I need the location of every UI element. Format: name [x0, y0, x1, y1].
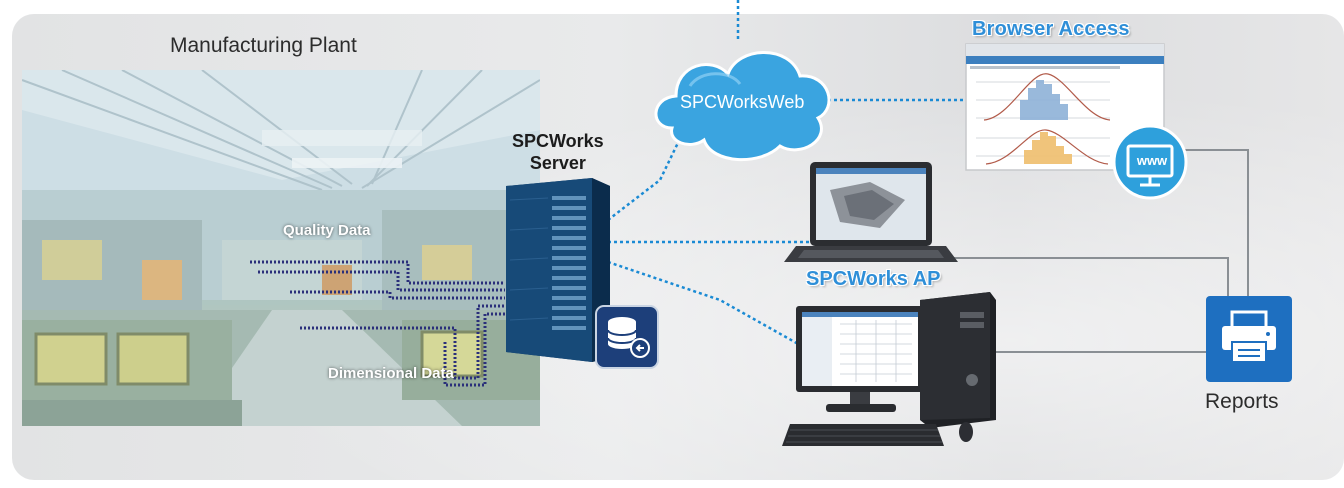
www-badge	[1112, 124, 1188, 200]
desktop-pc-icon	[782, 292, 996, 446]
factory-illustration	[22, 70, 540, 426]
server-label: SPCWorks Server	[512, 130, 604, 174]
dimensional-data-label: Dimensional Data	[328, 365, 454, 382]
laptop-icon	[784, 162, 958, 262]
printer-icon	[1206, 296, 1292, 382]
cloud-icon	[654, 51, 831, 162]
browser-access-title: Browser Access	[972, 18, 1130, 40]
line-ap-reports	[940, 257, 1229, 298]
quality-cable-2	[258, 270, 505, 292]
quality-data-label: Quality Data	[283, 222, 371, 239]
quality-cable-1	[250, 260, 505, 285]
reports-label: Reports	[1205, 390, 1279, 413]
dimensional-cable-3	[443, 312, 505, 387]
server-rack	[506, 178, 610, 362]
server-label-line2: Server	[529, 153, 586, 173]
www-label: www	[1136, 153, 1168, 168]
database-icon	[595, 305, 659, 369]
spcworks-ap-title: SPCWorks AP	[806, 268, 941, 290]
dimensional-cable-2	[300, 304, 505, 380]
server-label-line1: SPCWorks	[512, 131, 604, 151]
cloud-label: SPCWorksWeb	[680, 92, 805, 112]
manufacturing-plant-title: Manufacturing Plant	[170, 34, 357, 57]
dimensional-cable-1	[290, 290, 505, 300]
factory-photo	[22, 70, 540, 426]
line-browser-reports	[1180, 149, 1249, 298]
